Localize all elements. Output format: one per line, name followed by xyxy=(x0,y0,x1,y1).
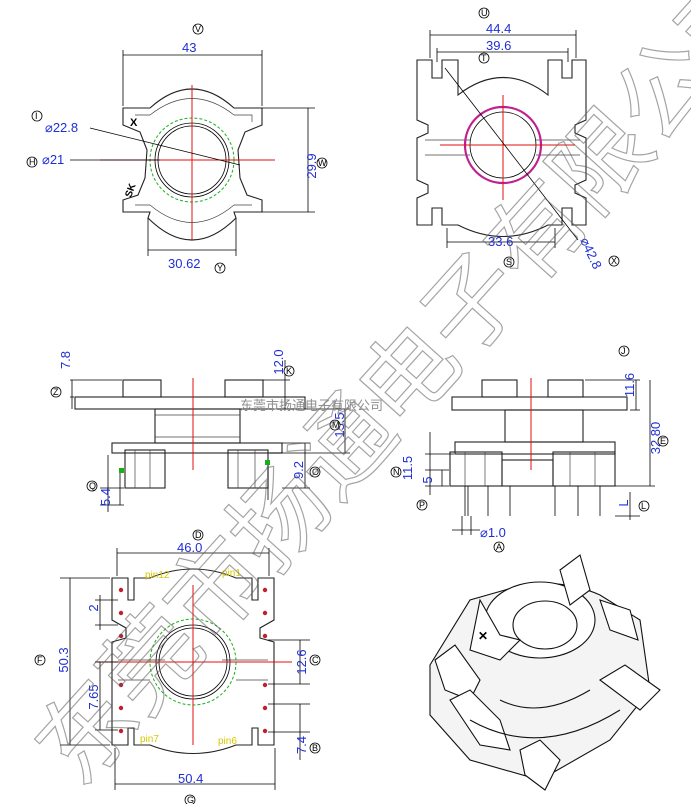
side-left-12-0: 12.0 xyxy=(271,349,286,374)
letter-u: U xyxy=(481,8,488,18)
letter-f: F xyxy=(37,655,43,665)
letter-g: G xyxy=(187,795,194,804)
side-left-9-2: 9.2 xyxy=(291,461,306,479)
letter-n: N xyxy=(393,467,400,477)
pin1-label: pin1 xyxy=(222,568,241,579)
bottom-left-outline xyxy=(111,568,275,755)
bottom-left-12-6: 12.6 xyxy=(294,649,309,674)
letter-t: T xyxy=(481,53,487,63)
top-right-outline xyxy=(416,59,587,238)
pin7-label: pin7 xyxy=(140,734,159,745)
letter-y: Y xyxy=(217,263,223,273)
bottom-left-7-4: 7.4 xyxy=(294,736,309,754)
side-right-view: 11.6 32.80 11.5 5 L ⌀1.0 J E N P L A xyxy=(390,345,669,553)
letter-c: C xyxy=(312,655,319,665)
letter-h: H xyxy=(29,157,36,167)
mark-x: X xyxy=(130,117,138,129)
letter-p: P xyxy=(419,500,425,510)
letter-d: D xyxy=(195,530,202,540)
top-left-bottom-dim: 30.62 xyxy=(168,256,201,271)
letter-w: W xyxy=(318,158,327,168)
bottom-left-view: 46.0 50.3 2 12.6 7.65 7.4 50.4 pin12 pin… xyxy=(34,529,321,804)
top-right-outer-dim: 44.4 xyxy=(486,21,511,36)
svg-text:✕: ✕ xyxy=(478,629,488,643)
side-left-7-8: 7.8 xyxy=(58,351,73,369)
top-left-inner-diameter: ⌀21 xyxy=(42,152,64,167)
side-right-32-80: 32.80 xyxy=(648,422,663,455)
mark-sk: SK xyxy=(123,181,138,199)
side-right-11-5: 11.5 xyxy=(400,456,415,480)
side-right-pin-dia: ⌀1.0 xyxy=(480,525,506,540)
letter-k: K xyxy=(286,366,292,376)
letter-z: Z xyxy=(53,387,59,397)
watermark-small: 东莞市扬通电子有限公司 xyxy=(240,398,383,414)
bottom-left-bottom-dim: 50.4 xyxy=(178,771,203,786)
letter-x-right: X xyxy=(611,256,617,266)
letter-q: Q xyxy=(89,481,96,491)
top-right-view: 44.4 39.6 33.6 ⌀42.8 U T S X xyxy=(416,7,620,271)
pin12-label: pin12 xyxy=(145,570,170,581)
letter-j: J xyxy=(621,346,626,356)
letter-a: A xyxy=(496,542,502,552)
bottom-left-top-dim: 46.0 xyxy=(177,540,202,555)
isometric-view: ✕ xyxy=(429,554,661,791)
bottom-left-pitch-dim: 2 xyxy=(86,604,101,611)
letter-o: O xyxy=(312,467,319,477)
top-left-outline xyxy=(122,88,263,241)
letter-l: L xyxy=(641,501,646,511)
top-left-outer-diameter: ⌀22.8 xyxy=(45,120,78,135)
top-left-height-dim: 29.9 xyxy=(304,153,319,178)
side-right-l: L xyxy=(616,499,631,506)
side-right-5: 5 xyxy=(420,476,435,483)
letter-m: M xyxy=(332,420,340,430)
side-right-11-6: 11.6 xyxy=(622,373,637,397)
side-left-view: 7.8 12.0 15.5 9.2 5.4 Z K M O Q xyxy=(50,349,350,512)
letter-i: I xyxy=(35,111,38,121)
side-left-5-4: 5.4 xyxy=(98,488,113,506)
letter-v: V xyxy=(195,24,201,34)
bottom-left-height-dim: 50.3 xyxy=(56,647,71,672)
top-right-bottom-dim: 33.6 xyxy=(488,234,513,249)
letter-s: S xyxy=(506,257,512,267)
top-left-view: 43 ⌀22.8 ⌀21 29.9 30.62 V I H W Y X SK xyxy=(26,23,328,274)
pin6-label: pin6 xyxy=(218,736,237,747)
top-right-inner-dim: 39.6 xyxy=(486,38,511,53)
bottom-left-7-65: 7.65 xyxy=(86,684,101,709)
top-left-width-dim: 43 xyxy=(182,40,196,55)
letter-e: E xyxy=(660,436,666,446)
letter-b: B xyxy=(312,743,318,753)
